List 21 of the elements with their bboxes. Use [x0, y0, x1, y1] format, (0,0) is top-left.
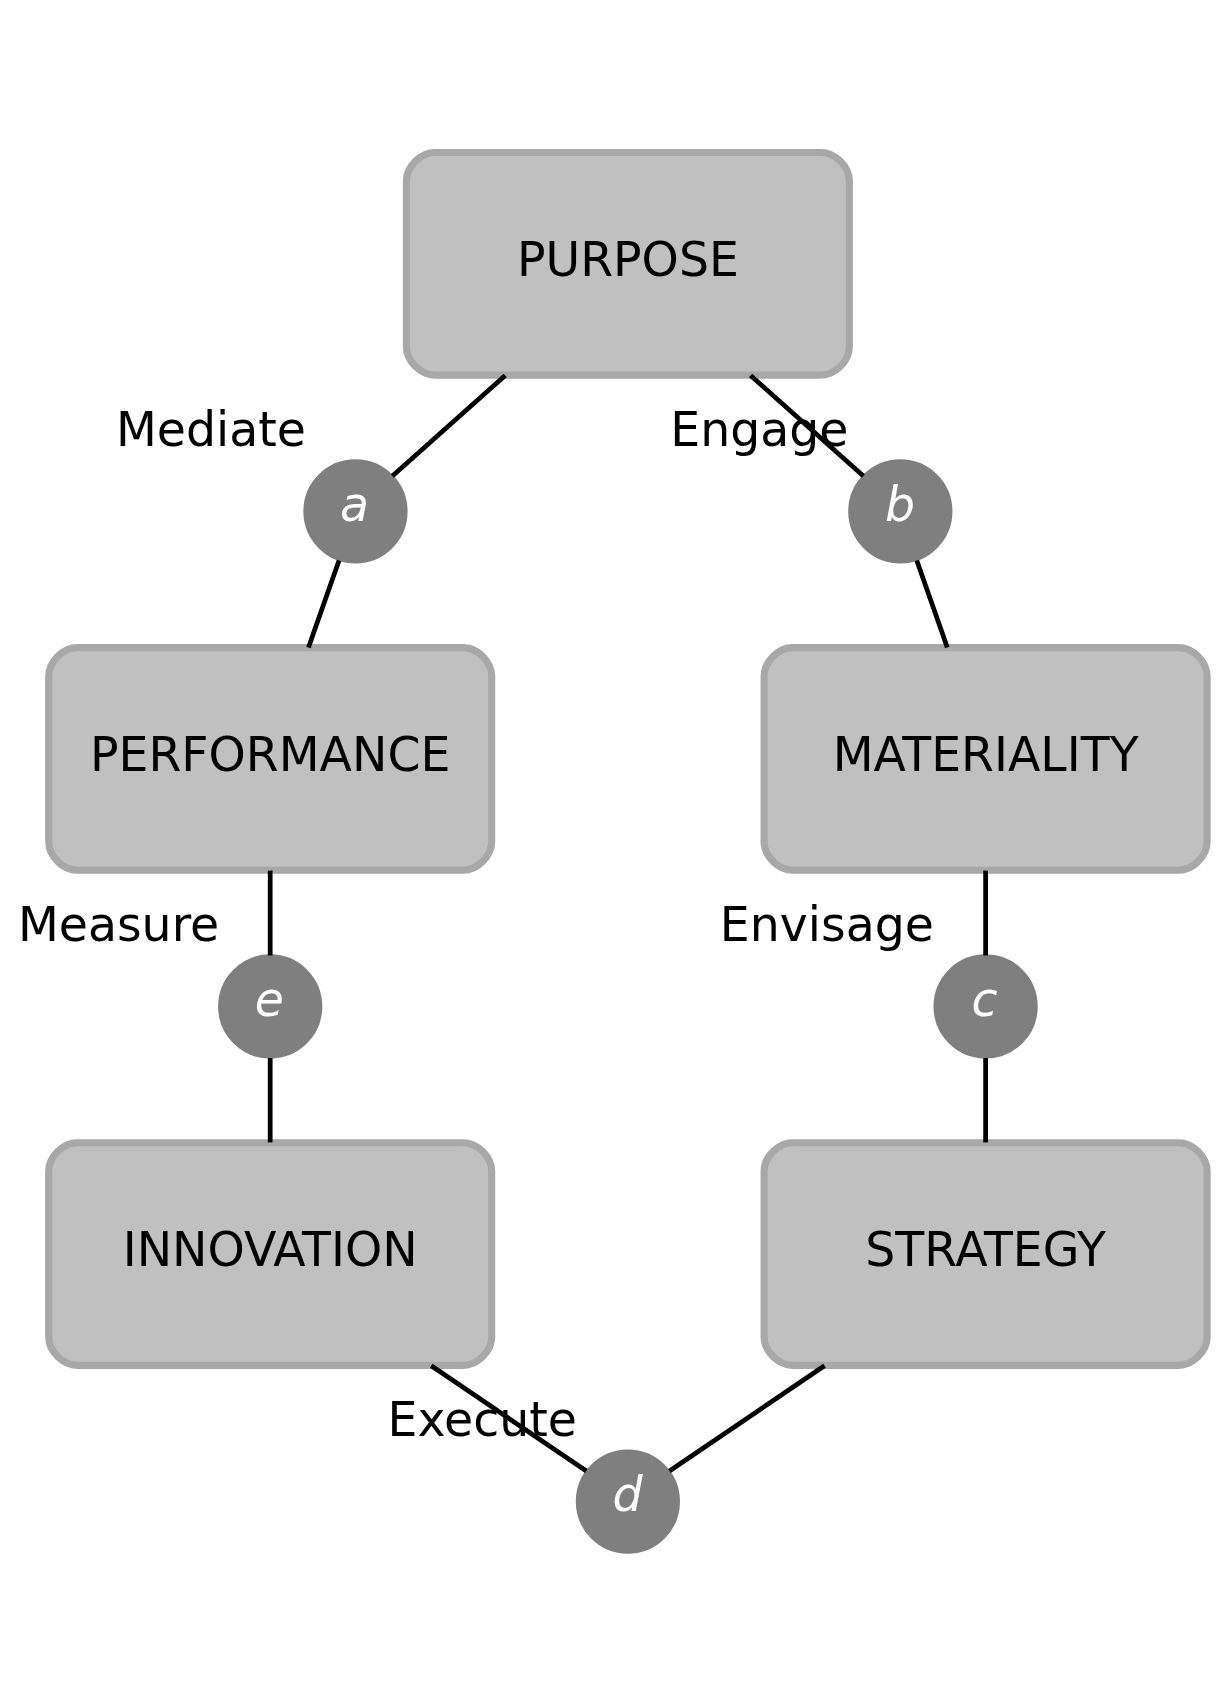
connector	[983, 870, 988, 956]
node-box: PURPOSE	[402, 148, 853, 379]
node-box: PERFORMANCE	[45, 644, 496, 874]
node-box: MATERIALITY	[760, 644, 1211, 874]
node-label: Measure	[17, 897, 220, 953]
connector	[306, 559, 342, 649]
node-label: Mediate	[115, 402, 306, 458]
node-circle: c	[933, 954, 1038, 1059]
node-box: INNOVATION	[45, 1139, 496, 1369]
node-label: Envisage	[719, 897, 934, 953]
connector	[983, 1058, 988, 1143]
node-circle: e	[218, 954, 323, 1059]
connector	[267, 1058, 273, 1143]
connector	[267, 870, 273, 956]
node-circle: d	[575, 1449, 680, 1554]
node-circle: b	[848, 459, 953, 564]
connector	[390, 373, 507, 478]
node-box: STRATEGY	[760, 1139, 1211, 1369]
connector	[914, 559, 950, 649]
node-circle: a	[303, 459, 408, 564]
connector	[668, 1363, 826, 1473]
